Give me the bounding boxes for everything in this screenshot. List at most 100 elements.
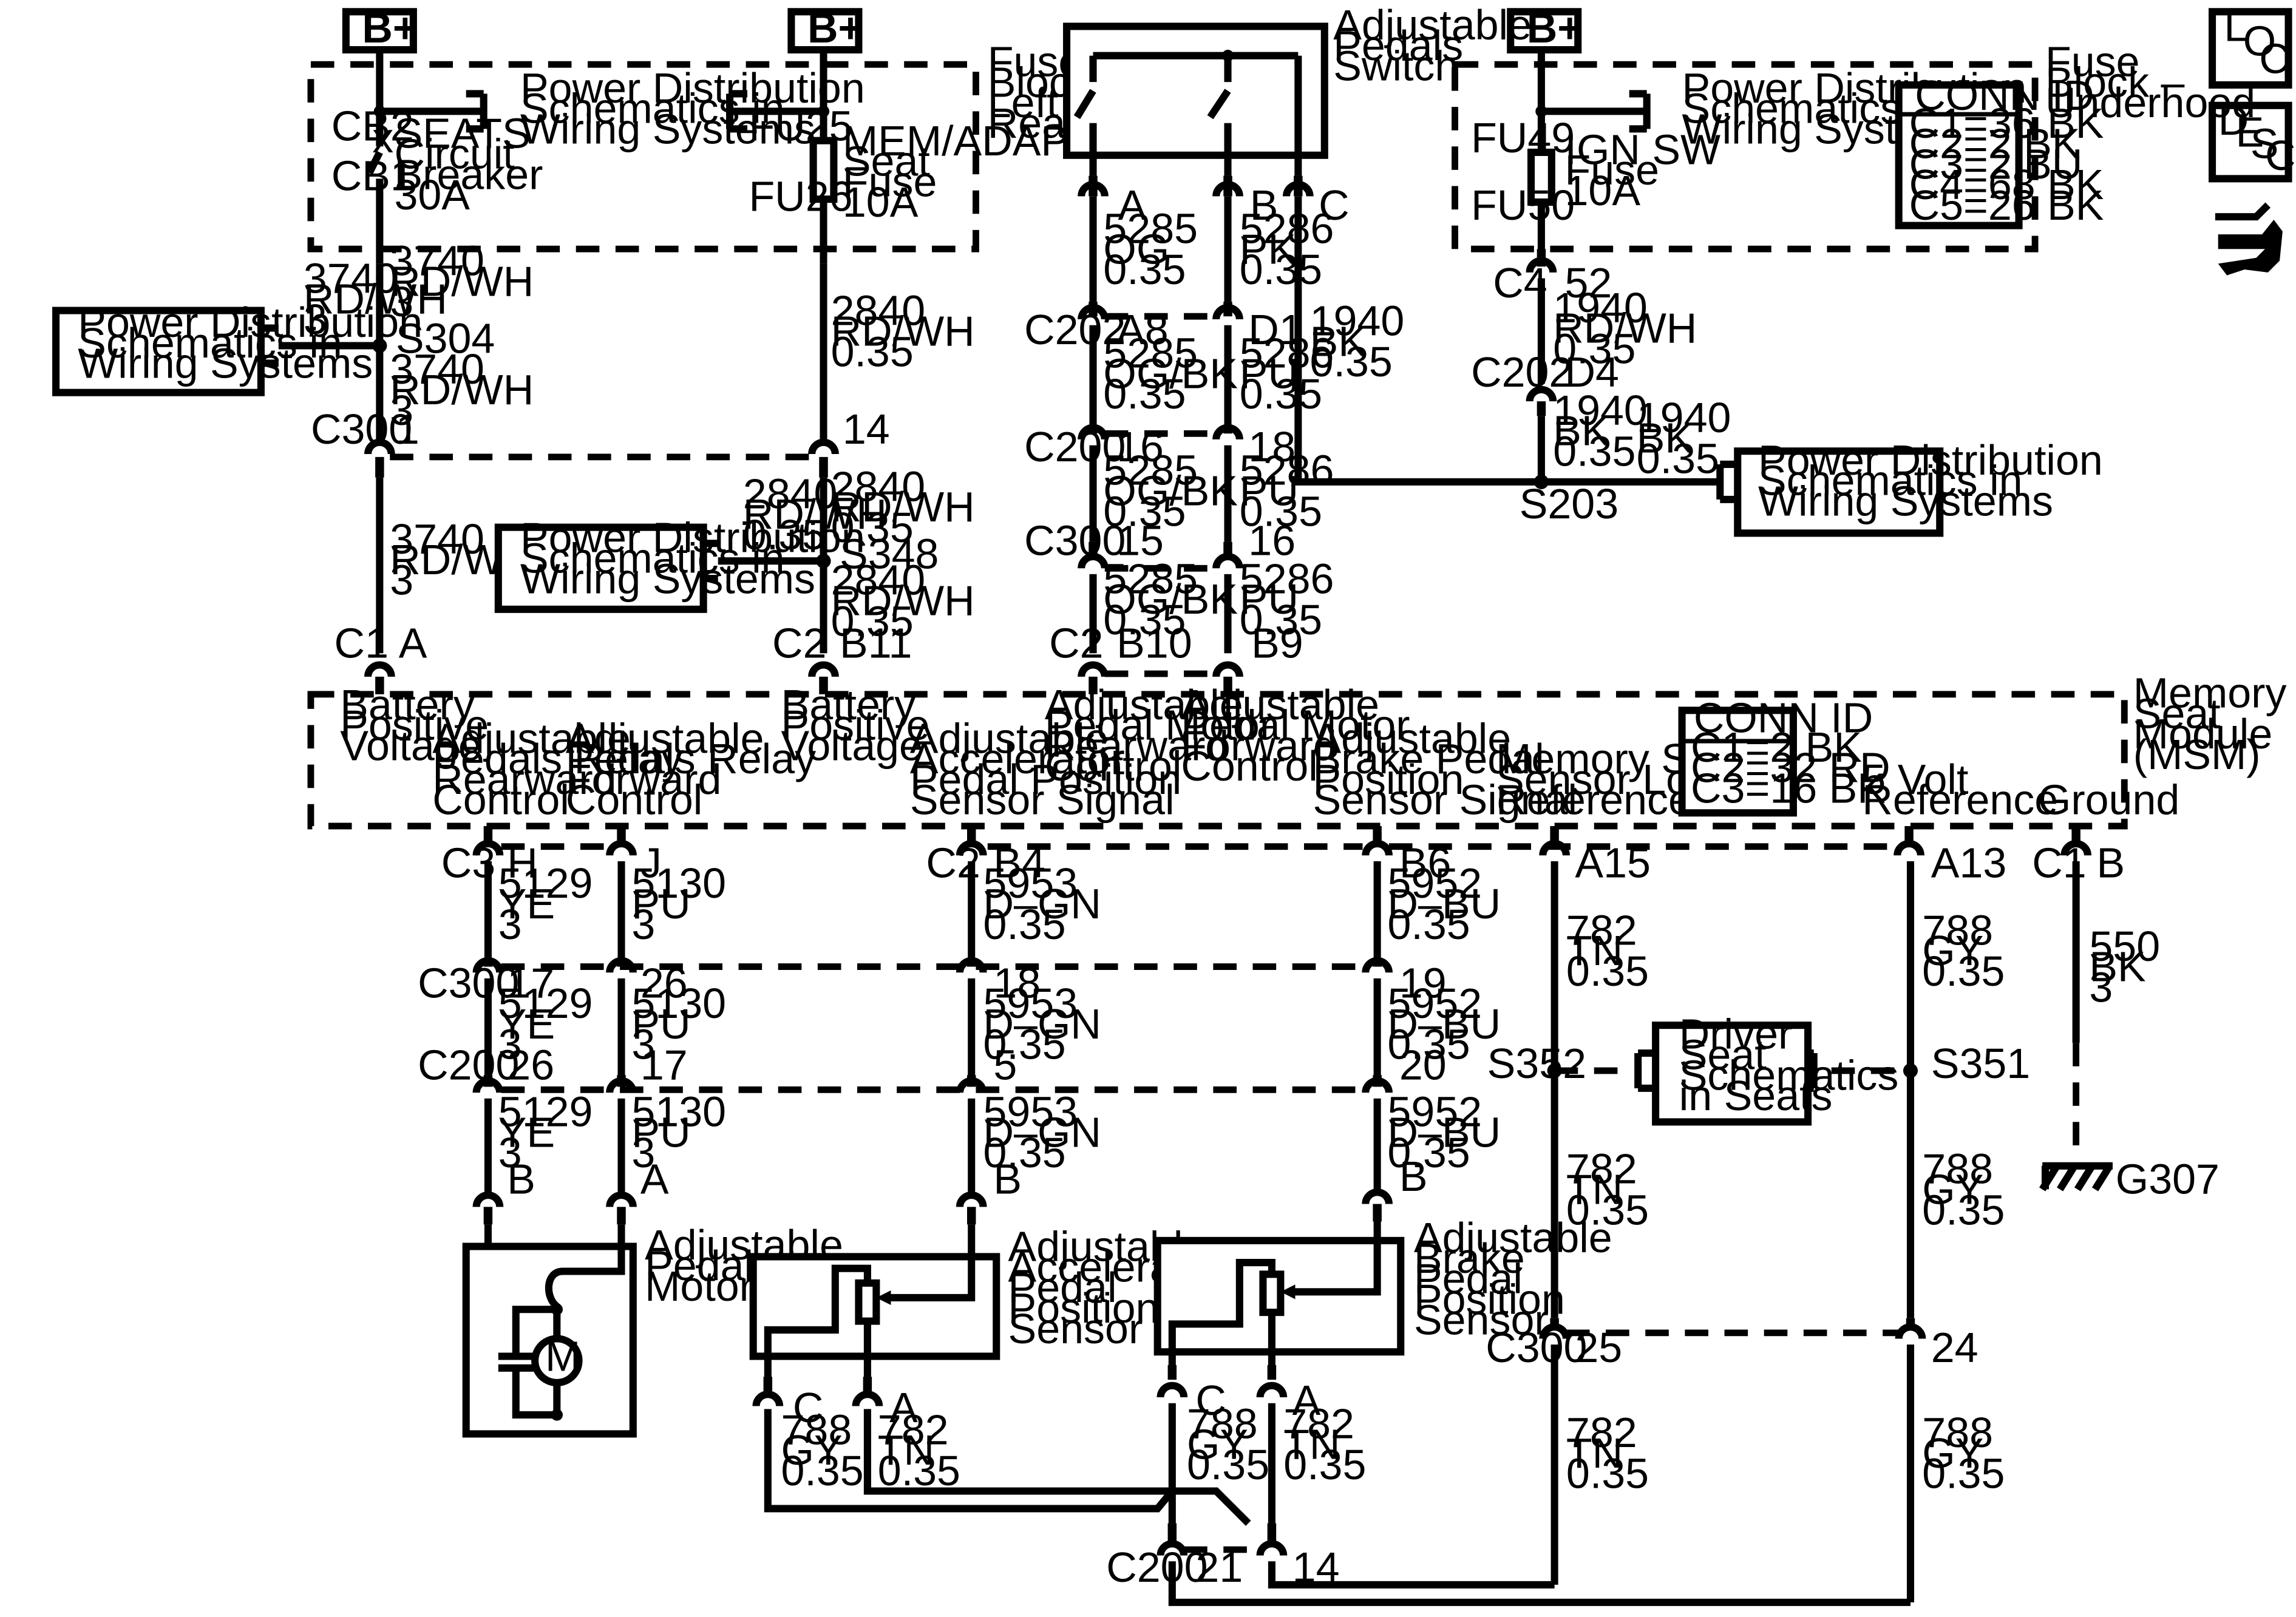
svg-text:RD/WH: RD/WH xyxy=(831,577,975,624)
svg-text:YE: YE xyxy=(498,880,555,927)
fuse-block-left-rear xyxy=(307,61,979,253)
pds-box-1[interactable]: Power Distribution Schematics in Wiring … xyxy=(52,299,423,396)
svg-text:0.35: 0.35 xyxy=(1637,435,1719,482)
svg-text:788: 788 xyxy=(1922,1409,1993,1456)
connector-c200-18 xyxy=(1212,424,1243,440)
w5129-b-label: 5129 YE 3 xyxy=(498,980,593,1068)
svg-text:Rearward: Rearward xyxy=(1045,722,1229,769)
svg-text:5286: 5286 xyxy=(1240,205,1334,253)
svg-text:B: B xyxy=(1399,1153,1428,1200)
svg-text:GY: GY xyxy=(1922,1166,1983,1213)
svg-text:C5=26 BK: C5=26 BK xyxy=(1909,181,2104,229)
svg-text:3740: 3740 xyxy=(390,345,484,393)
pds-box-3[interactable]: Power Distribution Schematics in Wiring … xyxy=(1734,436,2103,537)
svg-text:5129: 5129 xyxy=(498,859,593,907)
svg-text:30A: 30A xyxy=(394,171,470,219)
svg-text:0.35: 0.35 xyxy=(983,901,1066,948)
svg-text:782: 782 xyxy=(1566,1409,1637,1456)
svg-text:RD/WH: RD/WH xyxy=(831,307,975,354)
s203-label: S203 xyxy=(1520,480,1618,527)
svg-text:3740: 3740 xyxy=(390,515,484,563)
svg-text:TN: TN xyxy=(1283,1420,1340,1468)
svg-text:Reference: Reference xyxy=(1496,776,1692,824)
svg-text:C3=16 BK: C3=16 BK xyxy=(1691,764,1886,812)
pedals-switch-label: Adjustable Pedals Switch xyxy=(1333,1,1532,90)
svg-text:J: J xyxy=(640,839,662,886)
desc-letter: E xyxy=(2236,108,2264,155)
svg-text:Control: Control xyxy=(1045,742,1182,790)
driver-seat-schematics-box[interactable]: Driver Seat Schematics in Seats xyxy=(1652,1011,1898,1126)
msm-relay-forward: Adjustable Pedals Relay Forward Control xyxy=(566,714,816,823)
svg-text:RD/WH: RD/WH xyxy=(831,483,975,531)
svg-text:Sensor: Sensor xyxy=(1414,1296,1549,1343)
svg-text:Schematics in: Schematics in xyxy=(520,534,785,581)
msm-accel-signal: Adjustable Accelerator Pedal Position Se… xyxy=(910,714,1181,823)
svg-text:Adjustable: Adjustable xyxy=(1414,1214,1612,1261)
svg-text:788: 788 xyxy=(1187,1400,1258,1448)
svg-text:TN: TN xyxy=(878,1426,934,1474)
component-connectors xyxy=(472,1188,1393,1225)
msm-relay-rearward: Adjustable Pedals Relay Rearward Control xyxy=(432,714,682,823)
adjustable-pedals-switch[interactable] xyxy=(1063,22,1328,159)
svg-text:0.35: 0.35 xyxy=(983,1129,1066,1176)
connector-c300-16 xyxy=(1212,541,1243,569)
svg-text:Rearward: Rearward xyxy=(432,756,616,803)
loc-button[interactable]: L O C xyxy=(2209,3,2292,89)
svg-text:5952: 5952 xyxy=(1388,859,1483,907)
pds-box-2[interactable]: Power Distribution Schematics in Wiring … xyxy=(494,514,865,613)
svg-text:A: A xyxy=(889,1384,918,1431)
svg-text:3: 3 xyxy=(304,296,327,343)
svg-text:2840: 2840 xyxy=(831,463,926,510)
svg-text:Pedals Relay: Pedals Relay xyxy=(432,735,682,782)
svg-text:D1: D1 xyxy=(1248,306,1302,353)
svg-text:Control: Control xyxy=(432,776,569,824)
svg-text:GY: GY xyxy=(781,1426,843,1474)
w788-b-label: 788 GY 0.35 xyxy=(1922,1145,2005,1234)
ign-fuse-label: IGN SW Fuse 10A xyxy=(1565,126,1721,214)
svg-text:Pedal Position: Pedal Position xyxy=(910,756,1181,803)
fuse-block-underhood xyxy=(1452,61,2039,253)
desc-button[interactable]: D E S C xyxy=(2209,97,2296,183)
w5952-a-label: 5952 D–BU 0.35 xyxy=(1388,859,1501,948)
svg-text:Sensor: Sensor xyxy=(1008,1305,1143,1352)
svg-text:Driver: Driver xyxy=(1679,1011,1793,1058)
svg-text:Adjustable: Adjustable xyxy=(1333,1,1532,49)
svg-text:B6: B6 xyxy=(1399,839,1452,886)
w5286-a-label: 5286 PK 0.35 xyxy=(1240,205,1334,294)
svg-text:3: 3 xyxy=(498,901,522,948)
svg-text:YE: YE xyxy=(498,1108,555,1156)
svg-text:788: 788 xyxy=(1922,906,1993,954)
loc-letter: L xyxy=(2224,3,2247,50)
svg-text:14: 14 xyxy=(843,405,890,453)
c300-bottom-connectors xyxy=(1539,1318,1926,1340)
w2840-a-label: 2840 RD/WH 0.35 xyxy=(831,287,975,376)
svg-text:PK: PK xyxy=(1240,225,1296,273)
svg-text:in Seats: in Seats xyxy=(1679,1072,1833,1119)
svg-text:Fuse: Fuse xyxy=(1565,146,1660,194)
pds-label-1: Power Distribution Schematics in Wiring … xyxy=(520,64,865,153)
svg-text:B11: B11 xyxy=(840,619,912,666)
svg-text:Forward: Forward xyxy=(566,756,722,803)
connector-tool-icon[interactable] xyxy=(2215,202,2283,276)
svg-text:GY: GY xyxy=(1187,1420,1248,1468)
svg-text:0.35: 0.35 xyxy=(1922,947,2005,995)
svg-text:Pedal: Pedal xyxy=(1008,1264,1117,1311)
svg-text:5286: 5286 xyxy=(1240,447,1334,494)
svg-text:B4: B4 xyxy=(993,839,1045,886)
w1940-a-label: 1940 BK 0.35 xyxy=(1310,297,1405,386)
svg-text:5285: 5285 xyxy=(1103,205,1198,253)
svg-text:0.35: 0.35 xyxy=(1388,1129,1470,1176)
svg-text:B: B xyxy=(1250,181,1279,229)
desc-letter: C xyxy=(2265,132,2296,179)
svg-text:Pedal Motor: Pedal Motor xyxy=(1045,702,1274,749)
svg-text:3: 3 xyxy=(631,1129,655,1176)
svg-text:Underhood: Underhood xyxy=(2045,79,2255,126)
svg-text:Pedals: Pedals xyxy=(1333,22,1463,69)
svg-text:Adjustable: Adjustable xyxy=(1181,681,1379,728)
svg-text:Seat: Seat xyxy=(2133,690,2221,737)
desc-letter: S xyxy=(2250,120,2279,168)
svg-text:RD/WH: RD/WH xyxy=(304,275,447,322)
svg-text:1940: 1940 xyxy=(1553,387,1648,434)
svg-text:A: A xyxy=(1292,1377,1321,1424)
msm-motor-rearward: Adjustable Pedal Motor Rearward Control xyxy=(1045,681,1274,790)
